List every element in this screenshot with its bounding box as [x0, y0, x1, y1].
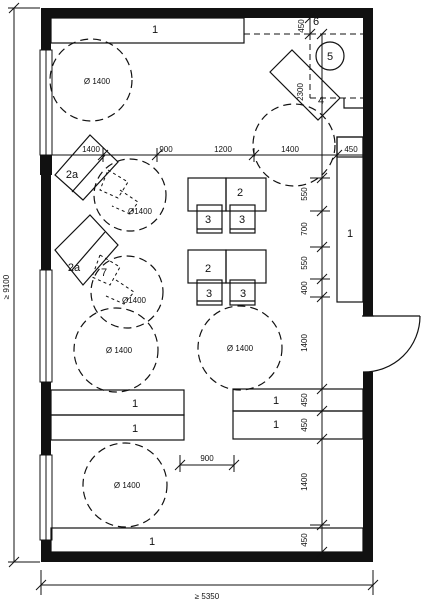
circle-label-mid-center: Ø 1400 [227, 344, 254, 353]
label-left-mid-1b: 1 [132, 423, 138, 435]
label-4: 4 [318, 95, 324, 107]
window-openings [39, 49, 53, 541]
workstation-2a-lower [54, 214, 119, 286]
label-desk-a-3r: 3 [239, 214, 245, 226]
exterior-walls [41, 8, 373, 562]
label-7: 7 [101, 267, 107, 279]
circle-label-bottom-left: Ø 1400 [114, 481, 141, 490]
circle-label-lower-workspace: Ø1400 [122, 296, 147, 305]
dim-2300: 2300 [296, 83, 305, 101]
dim-h-1400-left: 1400 [82, 145, 100, 154]
label-desk-b-3r: 3 [240, 288, 246, 300]
turning-circle-lower-workspace [90, 255, 164, 329]
label-desk-b-3l: 3 [206, 288, 212, 300]
overall-height-label: ≥ 9100 [2, 274, 11, 299]
dim-h-450: 450 [344, 145, 358, 154]
turning-circle-mid-left [73, 307, 159, 393]
desk-cluster-b [187, 249, 267, 306]
right-counter [336, 136, 364, 303]
dim-v-550-a: 550 [300, 187, 309, 201]
item-5-circle [315, 41, 345, 71]
dim-v-450-a: 450 [300, 393, 309, 407]
label-bottom-counter: 1 [149, 536, 155, 548]
circle-label-upper-workspace: Ø1400 [128, 207, 153, 216]
dim-v-400: 400 [300, 281, 309, 295]
dim-top-right-450: 450 [297, 19, 306, 33]
label-desk-a-2: 2 [237, 187, 243, 199]
label-top-counter: 1 [152, 24, 158, 36]
label-desk-a-3l: 3 [205, 214, 211, 226]
dim-v-450-b: 450 [300, 418, 309, 432]
labels: 1 6 5 4 1 2a 2a 7 2 3 3 2 3 3 1 1 1 1 1 … [2, 16, 358, 601]
dim-v-1400-mid: 1400 [300, 334, 309, 352]
vertical-dimension-column [310, 155, 330, 558]
turning-circle-top-right [252, 103, 336, 187]
circle-label-top-left: Ø 1400 [84, 77, 111, 86]
item-4-box [269, 49, 341, 121]
dim-h-1400-right: 1400 [281, 145, 299, 154]
label-6: 6 [313, 16, 319, 28]
label-5: 5 [327, 51, 333, 63]
bottom-900-dimension [174, 455, 240, 472]
top-counter [50, 17, 245, 44]
overall-dimension-lines [8, 2, 379, 595]
bottom-counter [50, 527, 364, 553]
chair-sketches [91, 169, 139, 305]
label-left-mid-1a: 1 [132, 398, 138, 410]
turning-circle-top-left [49, 38, 133, 122]
label-2a-upper: 2a [66, 169, 79, 181]
door [362, 315, 421, 373]
desk-cluster-a [187, 177, 267, 234]
label-desk-b-2: 2 [205, 263, 211, 275]
circle-label-mid-left: Ø 1400 [106, 346, 133, 355]
right-middle-counters [232, 388, 364, 440]
workstation-2a-upper [54, 134, 119, 201]
label-right-counter: 1 [347, 228, 353, 240]
label-right-mid-1a: 1 [273, 395, 279, 407]
right-wall-stub [343, 98, 363, 109]
overall-width-label: ≥ 5350 [195, 592, 220, 601]
label-right-mid-1b: 1 [273, 419, 279, 431]
turning-circle-bottom-left [82, 442, 168, 528]
top-right-dimensions [304, 12, 328, 155]
dim-v-1400-low: 1400 [300, 473, 309, 491]
dim-v-700: 700 [300, 222, 309, 236]
dim-v-450-bottom: 450 [300, 533, 309, 547]
dim-bottom-900: 900 [200, 454, 214, 463]
turning-circle-upper-workspace [93, 158, 167, 232]
label-2a-lower: 2a [68, 262, 81, 274]
turning-circles [49, 38, 336, 528]
left-middle-counters [50, 389, 185, 441]
turning-circle-mid-center [197, 305, 283, 391]
dim-h-1200: 1200 [214, 145, 232, 154]
dim-h-900: 900 [159, 145, 173, 154]
dim-v-550-b: 550 [300, 256, 309, 270]
